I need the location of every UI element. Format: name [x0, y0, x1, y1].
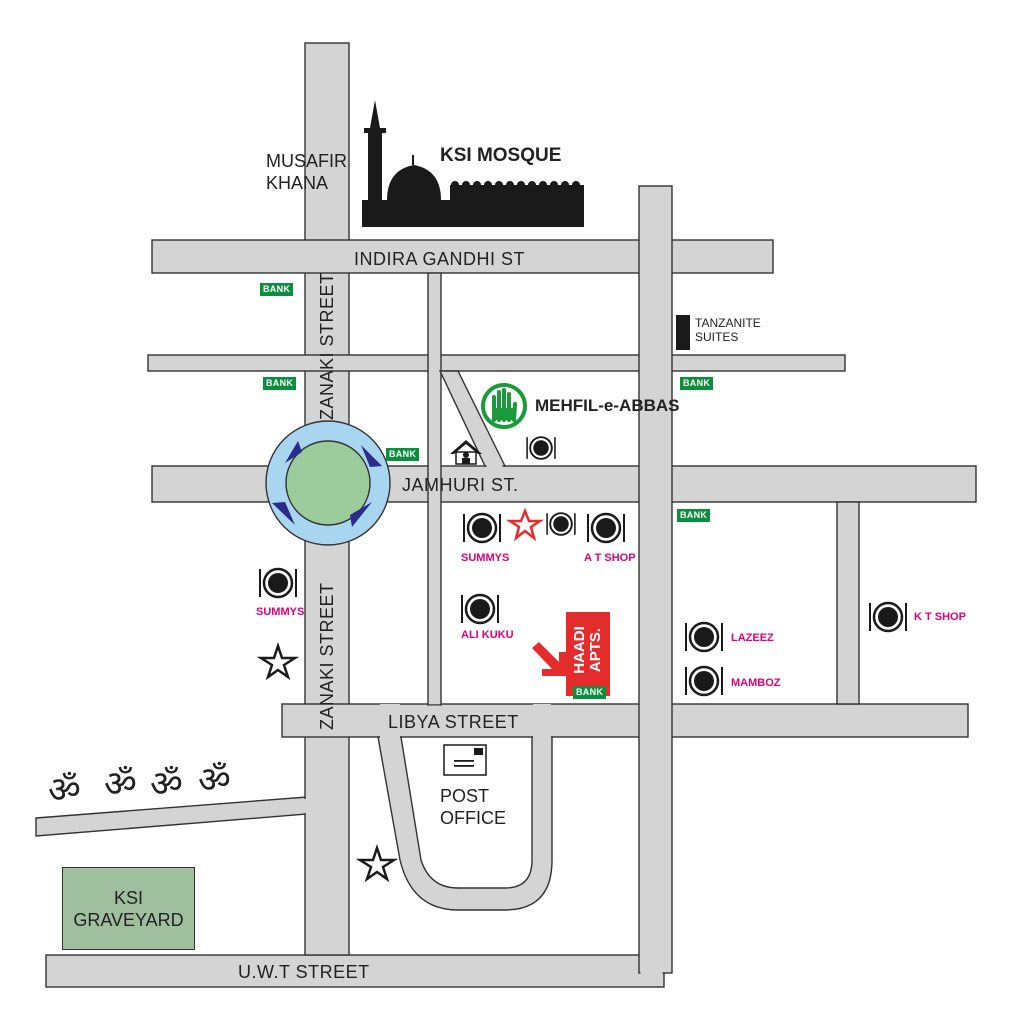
- star-icon: [355, 844, 399, 883]
- zanaki-street-lower-label: ZANAKI STREET: [317, 582, 337, 730]
- red-star-icon: [505, 507, 545, 542]
- post-office-line1: POST: [440, 786, 490, 806]
- restaurant-icon: [259, 567, 297, 599]
- graveyard-line2: GRAVEYARD: [73, 909, 184, 930]
- uwt-street-label: U.W.T STREET: [238, 962, 370, 982]
- indira-gandhi-street-label: INDIRA GANDHI ST: [354, 249, 526, 269]
- om-icon: ॐ: [104, 764, 137, 805]
- roundabout: [265, 420, 391, 546]
- mehfil-e-abbas-label: MEHFIL-e-ABBAS: [535, 396, 680, 415]
- u-road: [377, 736, 553, 911]
- cross-road-upper: [147, 354, 846, 372]
- restaurant-icon: [869, 601, 907, 633]
- haadi-apts-block: [566, 612, 610, 696]
- bank-badge: BANK: [573, 686, 607, 699]
- libya-street-label: LIBYA STREET: [388, 712, 519, 732]
- mosque-icon: [362, 100, 584, 227]
- om-icon: ॐ: [198, 760, 231, 801]
- restaurant-icon: [587, 512, 625, 544]
- uwt-street: [45, 954, 665, 988]
- roundabout-arrow-icon: [272, 441, 382, 527]
- summys-left-label: SUMMYS: [256, 606, 305, 618]
- bank-badge: BANK: [386, 448, 420, 461]
- restaurant-icon: [463, 512, 501, 544]
- musafir-khana-line2: KHANA: [266, 173, 329, 193]
- post-office-line2: OFFICE: [440, 808, 506, 828]
- musafir-khana-line1: MUSAFIR: [266, 151, 347, 171]
- restaurant-icon: [526, 436, 556, 460]
- zanaki-street-upper-label: ZANAKI STREET: [317, 272, 337, 420]
- bank-badge: BANK: [263, 377, 297, 390]
- at-shop-label: A T SHOP: [584, 552, 636, 564]
- bank-badge: BANK: [260, 283, 294, 296]
- restaurant-icon: [461, 593, 499, 625]
- lazeez-label: LAZEEZ: [731, 632, 774, 644]
- ksi-graveyard: KSI GRAVEYARD: [62, 867, 195, 950]
- post-envelope-icon: [443, 744, 487, 776]
- star-icon: [256, 642, 300, 681]
- building-icon: [676, 315, 690, 350]
- restaurant-icon: [546, 512, 576, 536]
- mamboz-label: MAMBOZ: [731, 677, 781, 689]
- graveyard-line1: KSI: [113, 887, 143, 908]
- vertical-road-far-right: [836, 501, 860, 705]
- ali-kuku-label: ALI KUKU: [461, 629, 514, 641]
- bank-badge: BANK: [677, 509, 711, 522]
- vertical-road-right: [638, 185, 673, 974]
- hand-icon: [481, 383, 527, 429]
- om-icon: ॐ: [150, 764, 183, 805]
- arrow-icon: [532, 642, 566, 676]
- kt-shop-label: K T SHOP: [914, 611, 966, 623]
- jamhuri-street-label: JAMHURI ST.: [402, 475, 519, 495]
- roads: [35, 42, 977, 988]
- bank-badge: BANK: [680, 377, 714, 390]
- restaurant-icon: [685, 665, 723, 697]
- roundabout-center: [285, 440, 371, 526]
- ksi-mosque-label: KSI MOSQUE: [440, 145, 562, 166]
- om-icon: ॐ: [48, 770, 81, 811]
- tanzanite-line1: TANZANITE: [695, 316, 761, 330]
- haadi-line1: HAADI: [571, 626, 588, 674]
- haadi-apts-label: HAADI APTS.: [571, 626, 604, 674]
- tanzanite-line2: SUITES: [695, 330, 739, 344]
- summys-center-label: SUMMYS: [461, 552, 510, 564]
- restaurant-icon: [685, 621, 723, 653]
- house-icon: [450, 440, 482, 465]
- haadi-line2: APTS.: [587, 627, 604, 673]
